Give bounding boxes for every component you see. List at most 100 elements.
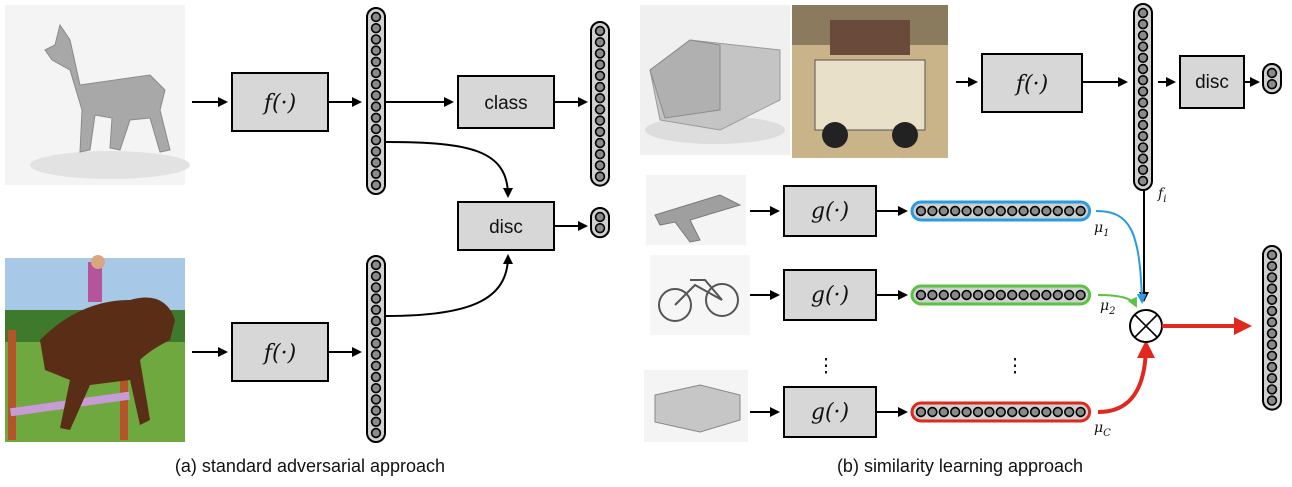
right-disc-output-vector <box>1262 63 1282 95</box>
right-caption: (b) similarity learning approach <box>837 456 1083 476</box>
neuron-dot <box>594 48 606 59</box>
neuron-dot <box>594 92 606 104</box>
neuron-dot <box>594 126 606 138</box>
neuron-dot <box>370 293 382 304</box>
mu-label-1: μ1 <box>1094 220 1109 239</box>
neuron-dot <box>1266 294 1278 305</box>
neuron-dot <box>594 25 606 37</box>
neuron-dot <box>594 149 606 160</box>
neuron-dot <box>1137 153 1149 164</box>
neuron-dot <box>370 259 382 271</box>
neuron-dot <box>1137 86 1149 97</box>
synthetic-truck-image <box>640 5 790 155</box>
neuron-dot <box>370 123 382 135</box>
neuron-dot <box>972 205 984 217</box>
neuron-dot <box>1137 52 1149 63</box>
neuron-dot <box>1137 119 1149 131</box>
neuron-dot <box>1137 142 1149 153</box>
real-truck-photo <box>792 5 948 158</box>
neuron-dot <box>1266 261 1278 272</box>
neuron-dot <box>370 315 382 327</box>
neuron-dot <box>370 23 382 34</box>
neuron-dot <box>1137 19 1149 30</box>
neuron-dot <box>927 289 938 301</box>
neuron-dot <box>1052 205 1064 217</box>
neuron-dot <box>915 205 927 217</box>
neuron-dot <box>938 205 949 217</box>
neuron-dot <box>1266 305 1278 317</box>
neuron-dot <box>1266 395 1278 406</box>
left-caption: (a) standard adversarial approach <box>175 456 445 476</box>
neuron-dot <box>594 104 606 115</box>
neuron-dot <box>938 289 949 301</box>
prototype-vector-1 <box>910 200 1092 222</box>
neuron-dot <box>1029 406 1041 418</box>
g-box-1: g(·) <box>783 185 877 237</box>
neuron-dot <box>1137 175 1149 187</box>
left-f-box-bottom: f(·) <box>231 322 329 382</box>
neuron-dot <box>915 289 927 301</box>
neuron-dot <box>1266 317 1278 328</box>
left-f-label-top: f(·) <box>262 91 296 116</box>
neuron-dot <box>1266 339 1278 350</box>
ellipsis-mu: ⋮ <box>1006 356 1025 377</box>
neuron-dot <box>370 34 382 45</box>
neuron-dot <box>1041 205 1052 217</box>
neuron-dot <box>984 289 995 301</box>
neuron-dot <box>1137 97 1149 108</box>
neuron-dot <box>370 101 382 112</box>
neuron-dot <box>594 36 606 48</box>
neuron-dot <box>370 349 382 360</box>
neuron-dot <box>984 406 995 418</box>
neuron-dot <box>370 56 382 67</box>
g-label-1: g(·) <box>811 199 849 224</box>
mu-label-2: μ2 <box>1100 298 1115 317</box>
neuron-dot <box>370 282 382 293</box>
left-feature-vector-top <box>366 7 386 195</box>
neuron-dot <box>1063 406 1075 418</box>
neuron-dot <box>370 90 382 101</box>
neuron-dot <box>370 179 382 191</box>
neuron-dot <box>995 289 1006 301</box>
neuron-dot <box>370 327 382 338</box>
class-label: class <box>484 93 527 114</box>
neuron-dot <box>594 160 606 171</box>
neuron-dot <box>370 427 382 439</box>
prototype-vector-2 <box>910 284 1092 306</box>
neuron-dot <box>370 405 382 416</box>
neuron-dot <box>1029 205 1041 217</box>
neuron-dot <box>1137 108 1149 120</box>
neuron-dot <box>370 11 382 23</box>
prototype-bicycle-image <box>650 255 750 335</box>
neuron-dot <box>370 157 382 168</box>
neuron-dot <box>370 135 382 146</box>
neuron-dot <box>1006 205 1018 217</box>
g-label-2: g(·) <box>811 283 849 308</box>
right-feature-vector <box>1133 3 1153 191</box>
neuron-dot <box>370 168 382 180</box>
neuron-dot <box>1052 406 1064 418</box>
real-horse-photo <box>5 255 185 442</box>
neuron-dot <box>1041 406 1052 418</box>
left-disc-label: disc <box>489 217 523 238</box>
neuron-dot <box>1018 289 1029 301</box>
neuron-dot <box>1041 289 1052 301</box>
neuron-dot <box>370 112 382 124</box>
neuron-dot <box>594 115 606 126</box>
neuron-dot <box>594 59 606 70</box>
right-f-label: f(·) <box>1014 72 1048 97</box>
neuron-dot <box>995 205 1006 217</box>
neuron-dot <box>594 211 606 223</box>
neuron-dot <box>961 205 972 217</box>
neuron-dot <box>594 223 606 234</box>
neuron-dot <box>927 406 938 418</box>
neuron-dot <box>1266 249 1278 261</box>
neuron-dot <box>1063 205 1075 217</box>
neuron-dot <box>961 289 972 301</box>
left-f-box-top: f(·) <box>231 72 329 132</box>
neuron-dot <box>949 406 961 418</box>
neuron-dot <box>1137 63 1149 75</box>
neuron-dot <box>370 67 382 79</box>
neuron-dot <box>370 416 382 427</box>
